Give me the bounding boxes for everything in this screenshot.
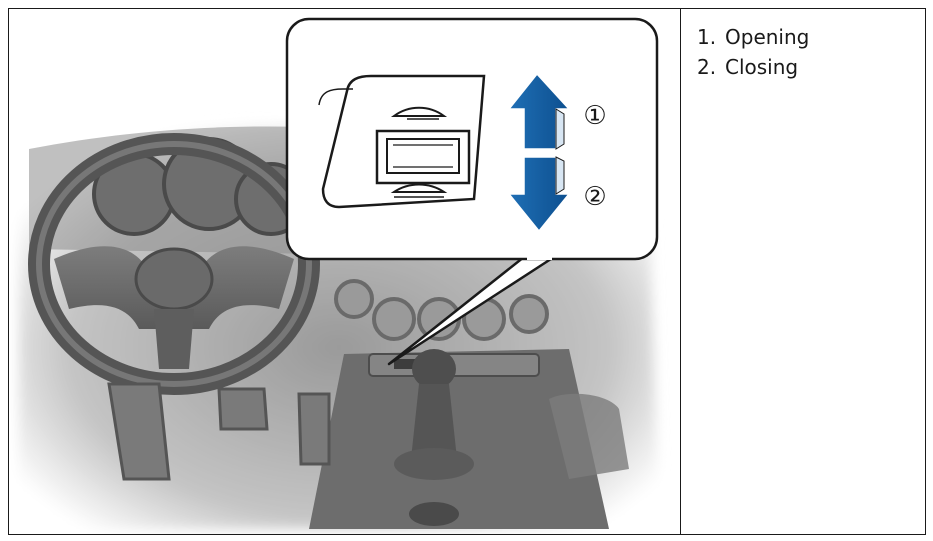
callout-number-2: ② bbox=[583, 182, 606, 212]
legend-list: 1. Opening 2. Closing bbox=[697, 22, 917, 82]
callout-number-1: ① bbox=[583, 101, 606, 131]
legend-label: Closing bbox=[725, 52, 798, 82]
callout-box: ① ② bbox=[287, 19, 657, 259]
legend-label: Opening bbox=[725, 22, 809, 52]
column-divider bbox=[680, 8, 681, 535]
legend-item-opening: 1. Opening bbox=[697, 22, 917, 52]
legend-item-closing: 2. Closing bbox=[697, 52, 917, 82]
dashboard-illustration: ① ② bbox=[9, 9, 680, 534]
legend-number: 2. bbox=[697, 52, 725, 82]
legend-number: 1. bbox=[697, 22, 725, 52]
